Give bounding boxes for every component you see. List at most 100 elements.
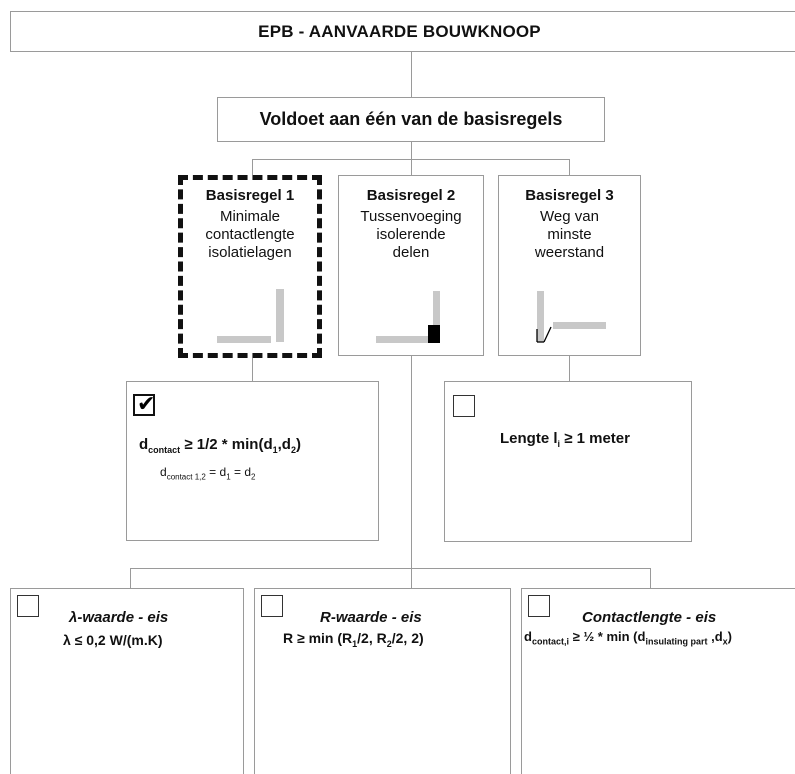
formula-text: ≥ 1 meter <box>560 430 630 447</box>
connector-title-rules <box>411 51 412 97</box>
connector-rule1 <box>252 159 253 175</box>
formula-text: R ≥ min (R <box>283 630 353 646</box>
formula-subscript: contact <box>148 445 181 455</box>
formula-text: d <box>139 436 149 453</box>
requirement-contact-checkbox[interactable] <box>528 595 550 617</box>
rule-1-vertical-insulation <box>276 289 284 342</box>
title-separator: - <box>387 609 401 626</box>
diagram-title-box: EPB - AANVAARDE BOUWKNOOP <box>10 11 795 52</box>
rule-2-desc-line: delen <box>392 244 430 261</box>
requirement-card-r: R-waarde - eis R ≥ min (R1/2, R2/2, 2) <box>254 588 511 774</box>
rule-card-2: Basisregel 2 Tussenvoeging isolerende de… <box>338 175 484 356</box>
connector-req1 <box>130 568 131 588</box>
formula-text: ) <box>727 629 732 644</box>
rule-3-desc-line: minste <box>547 226 592 243</box>
rule-1-description: Minimale contactlengte isolatielagen <box>183 208 317 262</box>
formula-text: ≥ ½ * min (d <box>568 629 646 644</box>
connector-req2 <box>411 568 412 588</box>
formula-text: ) <box>295 436 301 453</box>
rule-1-subformula: dcontact 1,2 = d1 = d2 <box>160 465 255 481</box>
formula-text: /2, 2) <box>391 630 424 646</box>
title-text: λ-waarde <box>69 609 135 626</box>
rule-2-heading: Basisregel 2 <box>366 187 456 204</box>
rule-1-desc-line: isolatielagen <box>208 244 292 261</box>
formula-subscript: x <box>722 636 728 647</box>
formula-subscript: 1 <box>226 472 231 482</box>
formula-subscript: 2 <box>290 445 296 455</box>
formula-text: ,d <box>277 436 291 453</box>
connector-rule1-check <box>252 358 253 382</box>
rule-3-path-line <box>536 326 552 343</box>
rule-1-check-card: ✔ dcontact ≥ 1/2 * min(d1,d2) dcontact 1… <box>126 381 379 541</box>
formula-subscript: contact 1,2 <box>166 472 206 482</box>
rule-1-formula: dcontact ≥ 1/2 * min(d1,d2) <box>139 436 301 455</box>
diagram-title: EPB - AANVAARDE BOUWKNOOP <box>258 21 541 41</box>
rules-bus <box>252 159 569 160</box>
requirement-lambda-checkbox[interactable] <box>17 595 39 617</box>
formula-text: d <box>524 629 532 644</box>
requirement-lambda-title: λ-waarde - eis <box>69 609 168 626</box>
rules-header-box: Voldoet aan één van de basisregels <box>217 97 605 142</box>
requirement-contact-title: Contactlengte - eis <box>582 609 716 626</box>
title-separator: - <box>134 609 148 626</box>
connector-rule3-check <box>569 356 570 382</box>
connector-req3 <box>650 568 651 588</box>
requirement-lambda-formula: λ ≤ 0,2 W/(m.K) <box>63 632 162 648</box>
rule-1-horizontal-insulation <box>217 336 271 343</box>
requirement-card-lambda: λ-waarde - eis λ ≤ 0,2 W/(m.K) <box>10 588 244 774</box>
requirement-card-contact: Contactlengte - eis dcontact,i ≥ ½ * min… <box>521 588 795 774</box>
rules-header: Voldoet aan één van de basisregels <box>259 109 563 129</box>
formula-text: = d <box>230 465 251 479</box>
formula-text: Lengte l <box>500 430 558 447</box>
rule-1-heading: Basisregel 1 <box>205 187 295 204</box>
requirement-contact-formula: dcontact,i ≥ ½ * min (dinsulating part ,… <box>524 629 732 647</box>
formula-text: = d <box>205 465 227 479</box>
formula-subscript: insulating part <box>645 636 708 647</box>
title-text: eis <box>695 609 717 626</box>
requirement-r-formula: R ≥ min (R1/2, R2/2, 2) <box>283 630 424 649</box>
rule-1-desc-line: contactlengte <box>205 226 295 243</box>
rule-3-vertical-insulation <box>537 291 544 342</box>
rule-card-1: Basisregel 1 Minimale contactlengte isol… <box>178 175 322 358</box>
rule-1-checkbox[interactable]: ✔ <box>133 391 156 416</box>
rule-3-heading: Basisregel 3 <box>525 187 614 204</box>
rule-2-description: Tussenvoeging isolerende delen <box>339 208 483 262</box>
title-text: eis <box>147 609 169 626</box>
rule-3-horizontal-insulation <box>553 322 606 329</box>
formula-subscript: 2 <box>251 472 256 482</box>
title-text: R-waarde <box>320 609 388 626</box>
formula-text: d <box>160 465 167 479</box>
rule-2-horizontal-insulation <box>376 336 428 343</box>
formula-text: /2, R <box>357 630 387 646</box>
formula-subscript: contact,i <box>531 636 569 647</box>
rule-3-formula: Lengte li ≥ 1 meter <box>500 430 630 449</box>
formula-text: ,d <box>707 629 723 644</box>
rule-2-insulating-part <box>428 325 440 343</box>
rule-3-check-card: Lengte li ≥ 1 meter <box>444 381 692 542</box>
rule-3-desc-line: Weg van <box>540 208 599 225</box>
connector-rule2-requirements <box>411 356 412 568</box>
formula-subscript: i <box>557 439 561 449</box>
connector-rule2 <box>411 159 412 175</box>
title-text: Contactlengte <box>582 609 683 626</box>
rule-2-desc-line: isolerende <box>376 226 446 243</box>
checkmark-icon: ✔ <box>137 391 156 416</box>
requirements-bus <box>130 568 650 569</box>
formula-text: λ ≤ 0,2 W/(m.K) <box>63 632 163 648</box>
title-text: eis <box>400 609 422 626</box>
formula-subscript: 1 <box>272 445 278 455</box>
requirement-r-checkbox[interactable] <box>261 595 283 617</box>
connector-rule3 <box>569 159 570 175</box>
connector-rules-bus <box>411 141 412 159</box>
formula-subscript: 1 <box>352 638 358 649</box>
rule-3-desc-line: weerstand <box>534 244 605 261</box>
rule-3-checkbox[interactable] <box>453 395 475 417</box>
rule-2-desc-line: Tussenvoeging <box>360 208 462 225</box>
formula-text: ≥ 1/2 * min(d <box>180 436 273 453</box>
formula-subscript: 2 <box>386 638 392 649</box>
rule-2-vertical-insulation <box>433 291 440 325</box>
title-separator: - <box>682 609 696 626</box>
rule-1-desc-line: Minimale <box>219 208 280 225</box>
rule-3-description: Weg van minste weerstand <box>499 208 640 262</box>
